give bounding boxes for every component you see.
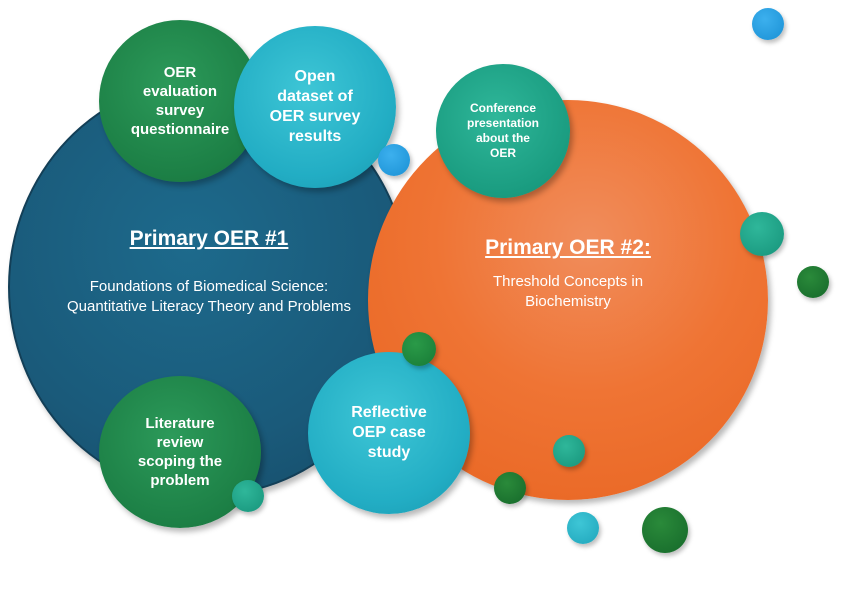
evaluation-line-4: questionnaire [130, 121, 230, 138]
evaluation-line-1: OER [163, 64, 197, 81]
evaluation-survey-text: OER evaluation survey questionnaire [113, 63, 247, 139]
conference-line-4: OER [489, 146, 516, 160]
reflective-case-study-bubble: Reflective OEP case study [308, 352, 470, 514]
primary-oer-2-subtitle: Threshold Concepts in Biochemistry [493, 272, 643, 312]
decorative-dot [232, 480, 264, 512]
primary-oer-1-title: Primary OER #1 [129, 227, 289, 250]
primary-oer-1-subtitle-line2: Quantitative Literacy Theory and Problem… [66, 298, 352, 315]
literature-line-2: review [156, 434, 204, 451]
decorative-dot [642, 507, 688, 553]
decorative-dot [378, 144, 410, 176]
literature-line-4: problem [150, 472, 210, 489]
conference-line-1: Conference [469, 101, 536, 115]
reflective-line-2: OEP case [352, 424, 426, 441]
open-dataset-line-4: results [288, 128, 342, 145]
reflective-line-3: study [367, 444, 411, 461]
open-dataset-text: Open dataset of OER survey results [252, 67, 379, 147]
conference-line-3: about the [475, 131, 530, 145]
conference-line-2: presentation [466, 116, 539, 130]
decorative-dot [494, 472, 526, 504]
open-dataset-line-2: dataset of [277, 88, 353, 105]
decorative-dot [752, 8, 784, 40]
primary-oer-2-title: Primary OER #2: [485, 236, 651, 259]
reflective-text: Reflective OEP case study [333, 403, 445, 463]
reflective-line-1: Reflective [351, 404, 427, 421]
primary-oer-1-subtitle: Foundations of Biomedical Science: Quant… [67, 277, 351, 317]
decorative-dot [553, 435, 585, 467]
literature-review-bubble: Literature review scoping the problem [99, 376, 261, 528]
decorative-dot [567, 512, 599, 544]
primary-oer-2-subtitle-line2: Biochemistry [525, 293, 611, 310]
open-dataset-line-3: OER survey [269, 108, 361, 125]
evaluation-line-2: evaluation [142, 83, 218, 100]
decorative-dot [402, 332, 436, 366]
conference-presentation-bubble: Conference presentation about the OER [436, 64, 570, 198]
evaluation-line-3: survey [155, 102, 205, 119]
decorative-dot [797, 266, 829, 298]
conference-text: Conference presentation about the OER [451, 101, 555, 161]
primary-oer-2-subtitle-line1: Threshold Concepts in [492, 273, 644, 290]
open-dataset-line-1: Open [294, 68, 336, 85]
open-dataset-bubble: Open dataset of OER survey results [234, 26, 396, 188]
primary-oer-1-subtitle-line1: Foundations of Biomedical Science: [89, 278, 329, 295]
literature-line-1: Literature [145, 415, 215, 432]
decorative-dot [740, 212, 784, 256]
literature-text: Literature review scoping the problem [120, 414, 240, 490]
literature-line-3: scoping the [137, 453, 223, 470]
evaluation-survey-bubble: OER evaluation survey questionnaire [99, 20, 261, 182]
